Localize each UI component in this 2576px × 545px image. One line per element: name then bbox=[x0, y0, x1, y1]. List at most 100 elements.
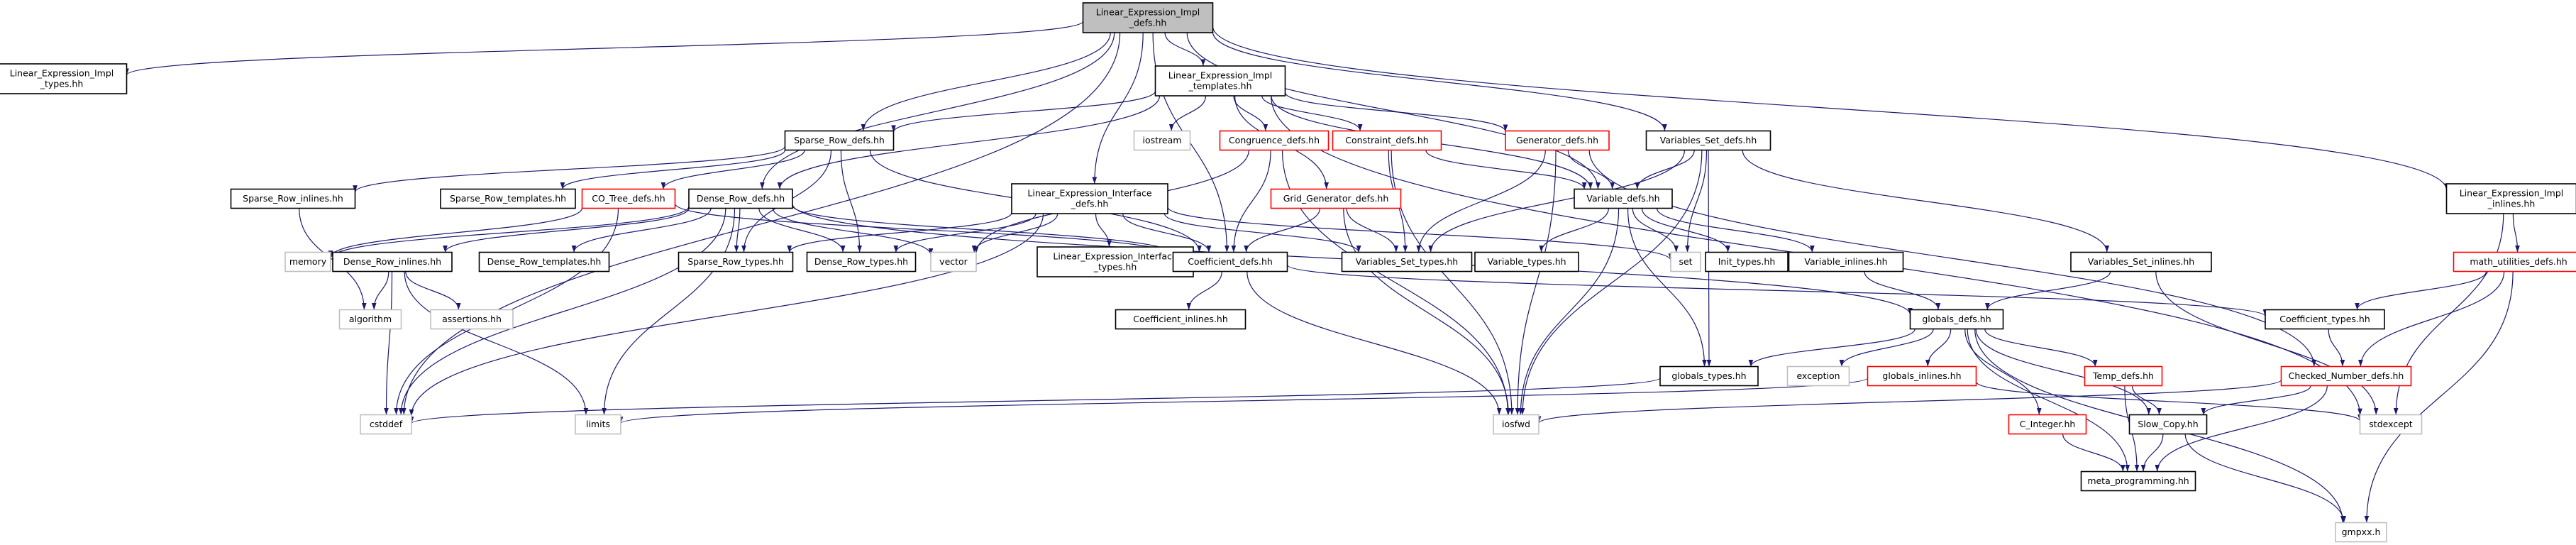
node-label: Variable_defs.hh bbox=[1586, 193, 1659, 204]
node-checked-number-defs[interactable]: Checked_Number_defs.hh bbox=[2280, 365, 2412, 387]
node-box bbox=[2265, 309, 2385, 330]
node-box bbox=[1574, 188, 1673, 209]
node-iostream: iostream bbox=[1133, 130, 1191, 151]
node-meta-programming[interactable]: meta_programming.hh bbox=[2080, 470, 2196, 492]
node-coefficient-defs[interactable]: Coefficient_defs.hh bbox=[1172, 251, 1288, 272]
node-box bbox=[1670, 251, 1701, 272]
node-label: math_utilities_defs.hh bbox=[2470, 256, 2567, 267]
node-label: Grid_Generator_defs.hh bbox=[1283, 193, 1389, 204]
node-coefficient-types[interactable]: Coefficient_types.hh bbox=[2265, 309, 2385, 330]
node-label: globals_types.hh bbox=[1671, 370, 1746, 381]
node-variables-set-defs[interactable]: Variables_Set_defs.hh bbox=[1645, 130, 1771, 151]
node-dense-row-defs[interactable]: Dense_Row_defs.hh bbox=[688, 188, 793, 209]
edge-root-to-cstddef bbox=[401, 32, 1121, 415]
node-temp-defs[interactable]: Temp_defs.hh bbox=[2084, 365, 2163, 387]
edge-root-to-variable_defs bbox=[1186, 32, 1601, 189]
edge-globals_defs-to-exception bbox=[1839, 329, 1934, 367]
edge-globals_types-to-cstddef bbox=[409, 377, 1661, 424]
node-lei-templates[interactable]: Linear_Expression_Impl_templates.hh bbox=[1154, 65, 1286, 97]
edge-root-to-variables_set_defs bbox=[1212, 31, 1667, 131]
edge-temp_defs-to-slow_copy bbox=[2131, 385, 2162, 415]
node-variable-types[interactable]: Variable_types.hh bbox=[1474, 251, 1579, 272]
edge-slow_copy-to-gmpxx bbox=[2184, 434, 2347, 523]
node-box bbox=[1172, 251, 1288, 272]
node-memory: memory bbox=[284, 251, 331, 272]
node-label: _templates.hh bbox=[1188, 81, 1251, 92]
node-lei-types[interactable]: Linear_Expression_Impl_types.hh bbox=[0, 63, 128, 94]
node-label: Sparse_Row_defs.hh bbox=[794, 135, 885, 145]
node-label: Temp_defs.hh bbox=[2092, 370, 2154, 381]
node-box bbox=[1659, 365, 1759, 387]
node-grid-generator-defs[interactable]: Grid_Generator_defs.hh bbox=[1270, 188, 1402, 209]
node-lei-interface-types[interactable]: Linear_Expression_Interface_types.hh bbox=[1037, 246, 1194, 277]
node-box bbox=[1270, 188, 1402, 209]
node-box bbox=[1219, 130, 1330, 151]
node-globals-inlines[interactable]: globals_inlines.hh bbox=[1867, 365, 1977, 387]
edge-lei_interface-to-cstddef bbox=[409, 213, 1044, 417]
node-globals-defs[interactable]: globals_defs.hh bbox=[1909, 309, 2004, 330]
edge-globals_defs-to-meta_programming bbox=[1967, 329, 2130, 472]
edge-variables_set_defs-to-set bbox=[1685, 150, 1708, 253]
node-lei-inlines[interactable]: Linear_Expression_Impl_inlines.hh bbox=[2445, 183, 2576, 214]
edge-checked_number_defs-to-meta_programming bbox=[2155, 385, 2328, 472]
node-sparse-row-inlines[interactable]: Sparse_Row_inlines.hh bbox=[230, 188, 356, 209]
node-init-types[interactable]: Init_types.hh bbox=[1705, 251, 1789, 272]
node-root[interactable]: Linear_Expression_Impl_defs.hh bbox=[1082, 2, 1214, 33]
edge-grid_generator_defs-to-variables_set_types bbox=[1346, 208, 1399, 253]
node-cstddef: cstddef bbox=[360, 414, 412, 435]
node-sparse-row-templates[interactable]: Sparse_Row_templates.hh bbox=[440, 188, 576, 209]
node-dense-row-inlines[interactable]: Dense_Row_inlines.hh bbox=[332, 251, 453, 272]
node-variable-defs[interactable]: Variable_defs.hh bbox=[1574, 188, 1673, 209]
edge-co_tree_defs-to-memory bbox=[328, 207, 583, 258]
node-variables-set-inlines[interactable]: Variables_Set_inlines.hh bbox=[2070, 251, 2212, 272]
node-box bbox=[1645, 130, 1771, 151]
node-sparse-row-types[interactable]: Sparse_Row_types.hh bbox=[678, 251, 794, 272]
node-dense-row-templates[interactable]: Dense_Row_templates.hh bbox=[478, 251, 610, 272]
node-coefficient-inlines[interactable]: Coefficient_inlines.hh bbox=[1115, 309, 1246, 330]
node-box bbox=[2128, 414, 2208, 435]
node-math-utilities-defs[interactable]: math_utilities_defs.hh bbox=[2453, 251, 2576, 272]
node-dense-row-types[interactable]: Dense_Row_types.hh bbox=[806, 251, 917, 272]
node-lei-interface[interactable]: Linear_Expression_Interface_defs.hh bbox=[1011, 183, 1168, 214]
edge-lei_templates-to-sparse_row_defs bbox=[891, 91, 1156, 133]
edge-lei_inlines-to-stdexcept bbox=[2393, 213, 2504, 415]
node-variables-set-types[interactable]: Variables_Set_types.hh bbox=[1341, 251, 1473, 272]
node-stdexcept: stdexcept bbox=[2359, 414, 2423, 435]
edge-c_integer-to-meta_programming bbox=[2062, 434, 2126, 472]
node-generator-defs[interactable]: Generator_defs.hh bbox=[1505, 130, 1610, 151]
edge-variable_inlines-to-globals_defs bbox=[1864, 271, 1941, 310]
edge-lei_interface-to-set bbox=[1167, 207, 1674, 261]
edge-globals_defs-to-globals_inlines bbox=[1925, 329, 1952, 367]
node-label: meta_programming.hh bbox=[2087, 475, 2189, 486]
node-box bbox=[1037, 246, 1194, 277]
node-slow-copy[interactable]: Slow_Copy.hh bbox=[2128, 414, 2208, 435]
node-label: globals_defs.hh bbox=[1922, 314, 1991, 324]
node-sparse-row-defs[interactable]: Sparse_Row_defs.hh bbox=[784, 130, 895, 151]
node-constraint-defs[interactable]: Constraint_defs.hh bbox=[1332, 130, 1442, 151]
node-c-integer[interactable]: C_Integer.hh bbox=[2008, 414, 2087, 435]
node-label: Slow_Copy.hh bbox=[2138, 419, 2198, 429]
node-label: Checked_Number_defs.hh bbox=[2289, 370, 2404, 381]
node-vector: vector bbox=[930, 251, 977, 272]
node-box bbox=[1154, 65, 1286, 97]
node-co-tree-defs[interactable]: CO_Tree_defs.hh bbox=[581, 188, 676, 209]
edge-variables_set_inlines-to-stdexcept bbox=[2155, 271, 2379, 415]
node-congruence-defs[interactable]: Congruence_defs.hh bbox=[1219, 130, 1330, 151]
node-label: Linear_Expression_Impl bbox=[10, 68, 114, 79]
node-label: iosfwd bbox=[1502, 419, 1530, 429]
edge-lei_interface-to-lei_interface_types bbox=[1095, 213, 1112, 248]
edge-root-to-dense_row_defs bbox=[760, 32, 1115, 189]
node-exception: exception bbox=[1786, 365, 1850, 387]
node-box bbox=[1341, 251, 1473, 272]
edge-coefficient_types-to-checked_number_defs bbox=[2328, 329, 2345, 367]
edge-sparse_row_defs-to-sparse_row_templates bbox=[560, 150, 786, 189]
edge-root-to-lei_inlines bbox=[1212, 26, 2449, 190]
node-variable-inlines[interactable]: Variable_inlines.hh bbox=[1788, 251, 1904, 272]
node-label: _inlines.hh bbox=[2487, 199, 2536, 209]
edge-variable_defs-to-iosfwd bbox=[1518, 208, 1620, 415]
node-globals-types[interactable]: globals_types.hh bbox=[1659, 365, 1759, 387]
node-label: _types.hh bbox=[40, 79, 84, 89]
node-box bbox=[0, 63, 128, 94]
edge-lei_templates-to-congruence_defs bbox=[1233, 95, 1268, 131]
node-box bbox=[360, 414, 412, 435]
